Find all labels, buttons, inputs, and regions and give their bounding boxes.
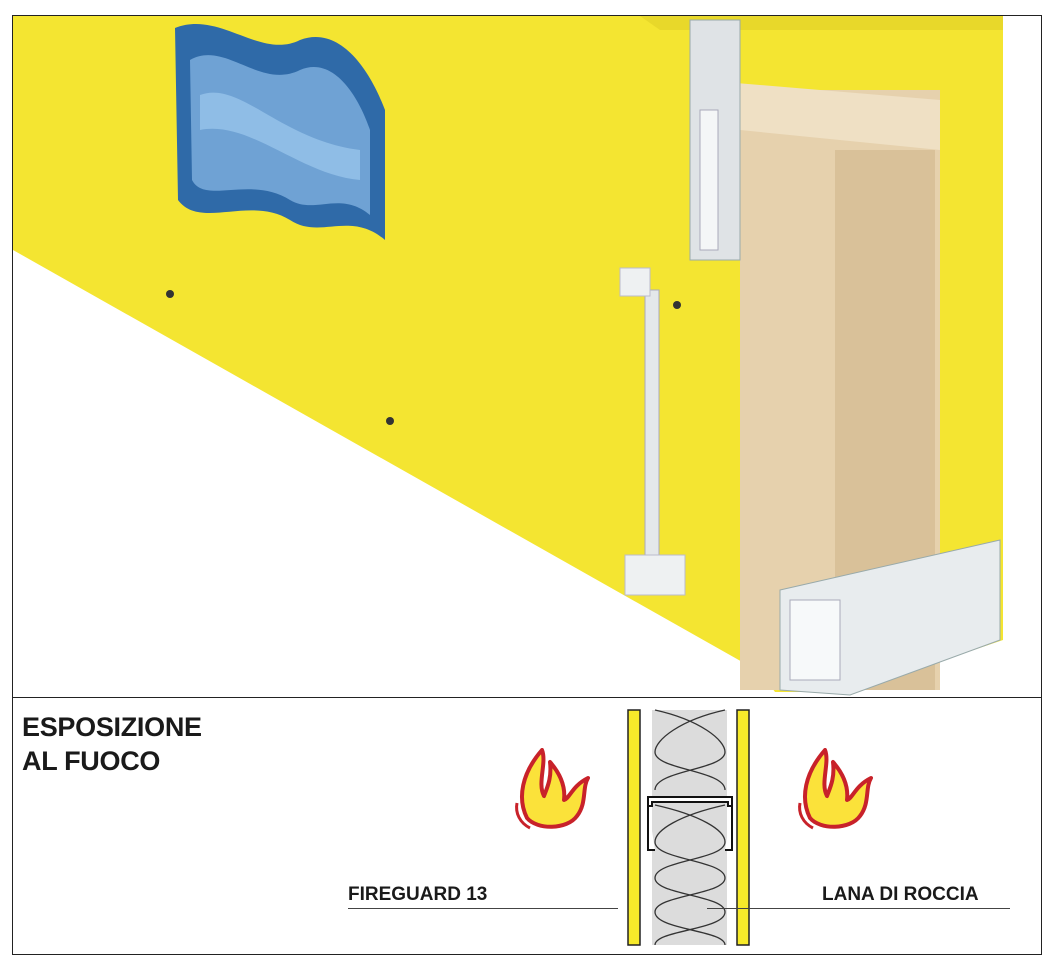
heading-line-1: ESPOSIZIONE — [22, 712, 202, 742]
section-divider — [12, 697, 1042, 698]
duct-opening — [175, 24, 385, 240]
board-left — [627, 709, 641, 946]
label-rock-wool: LANA DI ROCCIA — [822, 884, 979, 905]
heading-line-2: AL FUOCO — [22, 746, 161, 776]
wall-illustration — [13, 16, 1003, 696]
label-fireguard: FIREGUARD 13 — [348, 884, 488, 905]
diagram-frame — [12, 15, 1042, 955]
hanger-bracket — [644, 289, 660, 581]
screws — [166, 290, 681, 425]
rock-wool — [652, 710, 727, 945]
flame-icon-left — [515, 748, 590, 830]
c-stud-profile — [647, 796, 733, 851]
board-right — [736, 709, 750, 946]
leader-line-rock-wool — [707, 908, 1010, 909]
leader-line-fireguard — [348, 908, 618, 909]
flame-icon-right — [798, 748, 873, 830]
wall-cross-section — [627, 709, 750, 946]
